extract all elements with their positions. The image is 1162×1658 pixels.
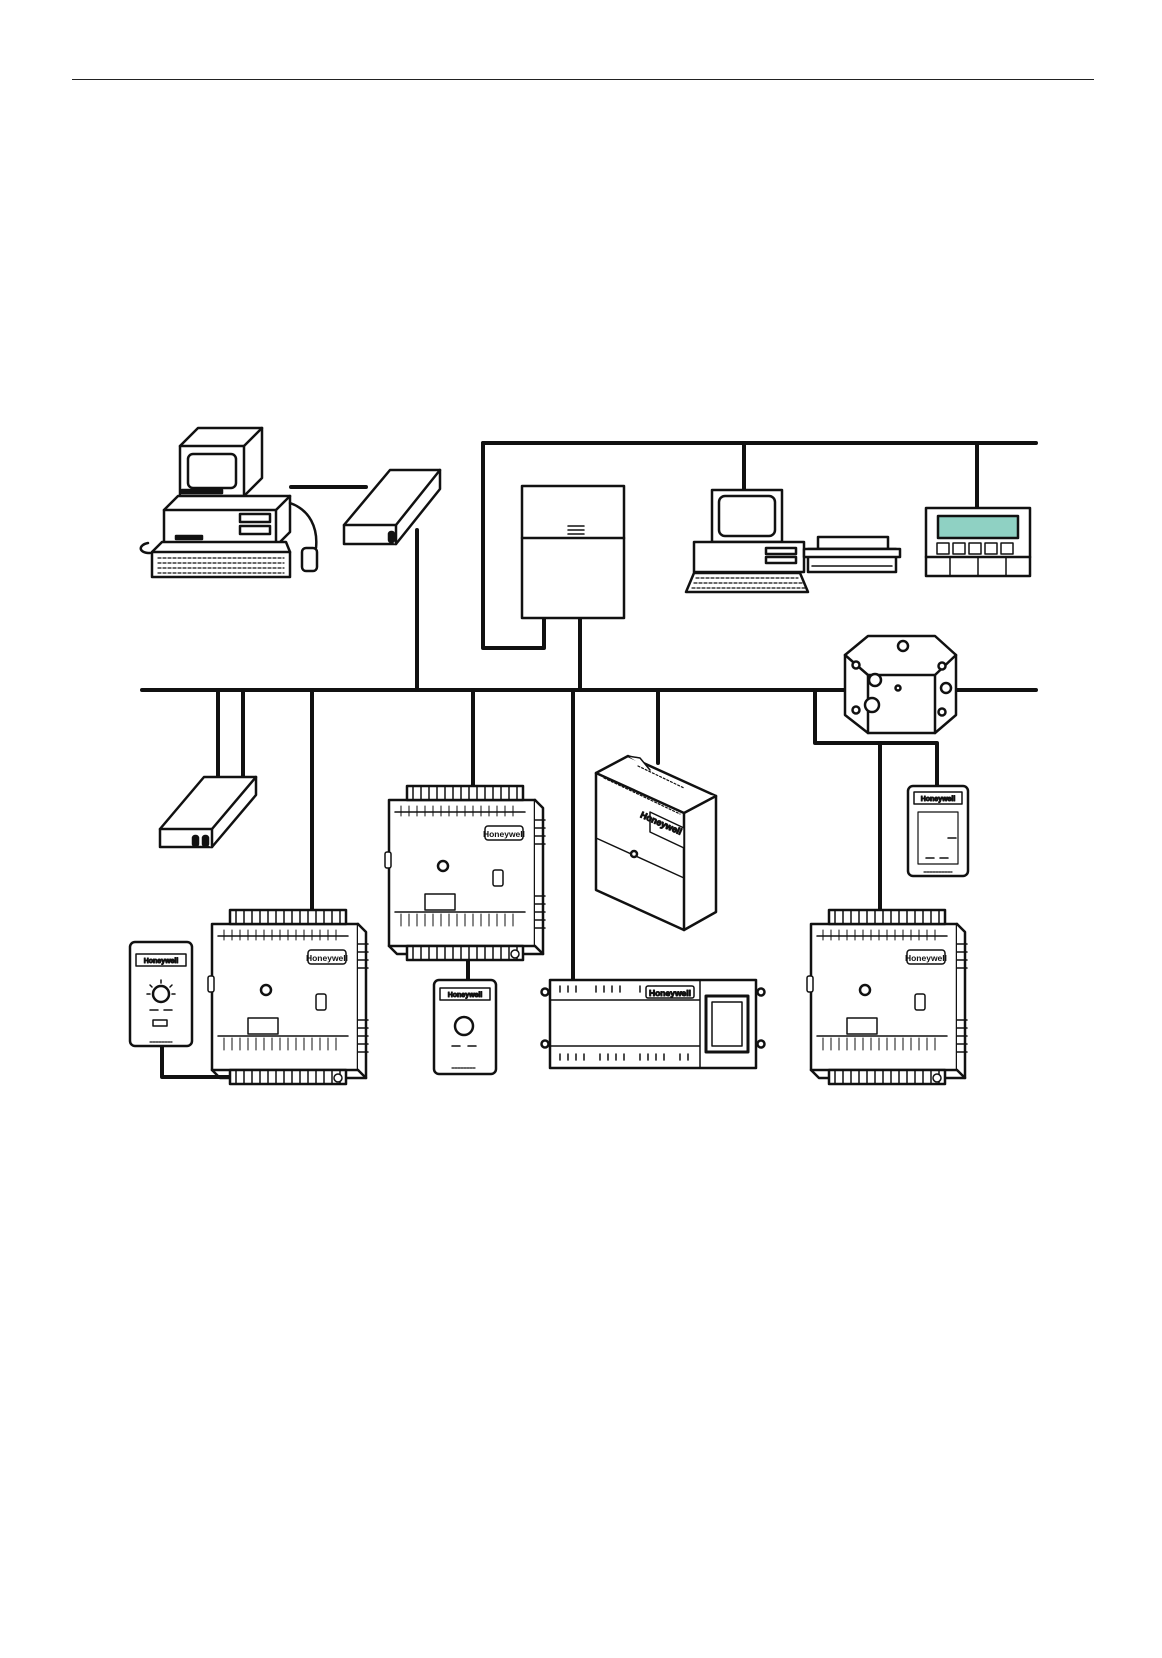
- wall-module-display-icon: [906, 784, 970, 878]
- wide-controller-icon: [540, 978, 766, 1070]
- router-junction-box-icon: [843, 634, 958, 735]
- pc-workstation-icon: [139, 426, 319, 579]
- top-bus-to-controller-link: [481, 441, 546, 650]
- operator-workstation-icon: [684, 488, 810, 594]
- modem-lower-icon: [158, 775, 258, 849]
- controller-left-icon: Honeywell: [206, 908, 370, 1086]
- controller-center-icon: Honeywell: [383, 784, 547, 962]
- din-rail-controller-icon: [594, 754, 718, 932]
- router-branch: [813, 688, 939, 792]
- modem-upper-icon: [342, 468, 442, 546]
- wide-controller-brand-label: Honeywell: [649, 988, 691, 998]
- wall-module-sensor-brand-label: Honeywell: [448, 992, 483, 999]
- controller-right-brand-label: Honeywell: [905, 953, 947, 963]
- wall-module-setpoint-brand-label: Honeywell: [144, 958, 179, 965]
- printer-icon: [802, 535, 902, 574]
- wall-module-sensor-icon: [432, 978, 498, 1076]
- network-wiring: [140, 441, 1038, 1079]
- controller-left-brand-label: Honeywell: [306, 953, 348, 963]
- page-header-rule: [72, 79, 1094, 80]
- system-controller-cabinet-icon: [520, 484, 626, 620]
- controller-center-brand-label: Honeywell: [483, 829, 525, 839]
- wall-module-display-brand-label: Honeywell: [921, 796, 956, 803]
- display-panel-icon: [924, 506, 1032, 578]
- controller-right-icon: Honeywell: [805, 908, 969, 1086]
- wall-module-setpoint-icon: [128, 940, 194, 1048]
